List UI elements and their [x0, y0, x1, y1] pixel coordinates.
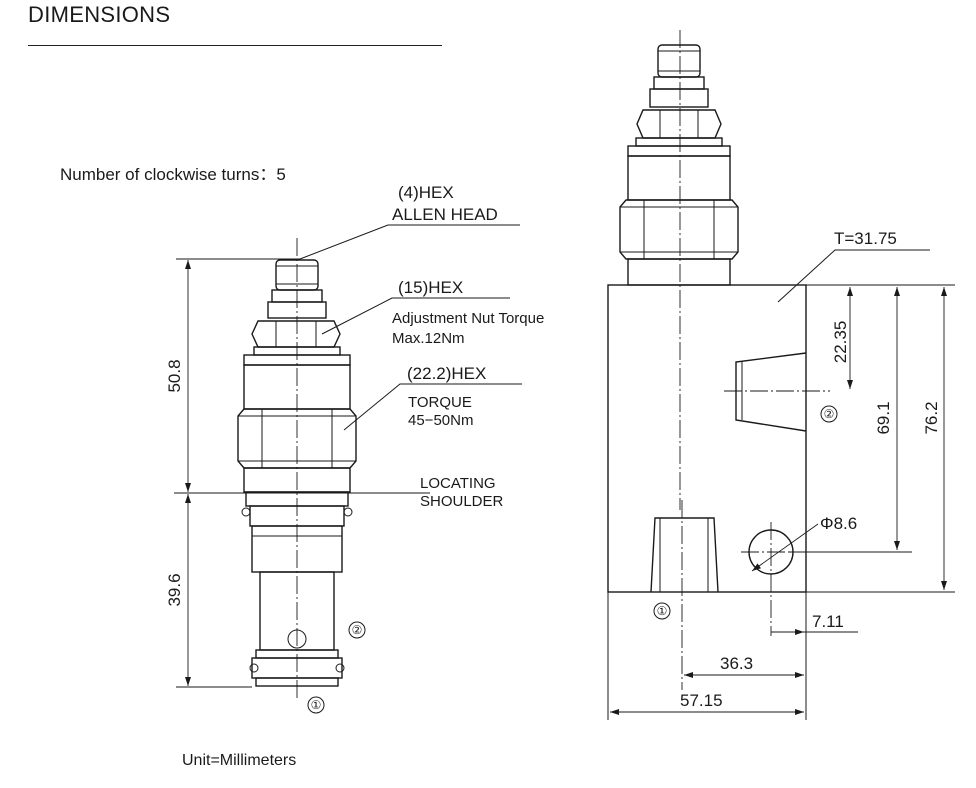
- callout-hex-15: (15)HEX: [398, 278, 463, 297]
- dim-22-35: 22.35: [831, 321, 850, 364]
- port-2-label-body: ②: [824, 407, 835, 421]
- dim-76-2: 76.2: [922, 401, 941, 434]
- leader-hex-22: [343, 383, 522, 431]
- leader-hex-4: [299, 224, 520, 260]
- callout-hex-4: (4)HEX: [398, 183, 454, 202]
- port-2-marker-cartridge: [348, 621, 366, 639]
- port-1-marker-cartridge: [307, 696, 325, 714]
- port-1-label-cartridge: ①: [311, 698, 322, 712]
- callout-hex-22: (22.2)HEX: [407, 364, 486, 383]
- page-title: DIMENSIONS: [28, 2, 171, 27]
- dim-50-8: 50.8: [165, 359, 184, 392]
- port-2-label-cartridge: ②: [352, 623, 363, 637]
- port-1-label-body: ①: [657, 604, 668, 618]
- callout-adjustment-torque: Adjustment Nut Torque: [392, 310, 544, 327]
- callout-torque: TORQUE: [408, 394, 472, 411]
- body-thickness: T=31.75: [834, 229, 897, 248]
- leader-thickness: [777, 249, 930, 303]
- callout-locating: LOCATING: [420, 475, 496, 492]
- cartridge-valve-view: Number of clockwise turns：5: [60, 165, 544, 769]
- leader-hex-15: [321, 297, 510, 335]
- port-2-marker-body: [820, 405, 838, 423]
- port-1-marker-body: [653, 602, 671, 620]
- callout-adjustment-max: Max.12Nm: [392, 330, 465, 347]
- hex-15-nut-shape: [251, 320, 341, 356]
- unit-note: Unit=Millimeters: [182, 752, 296, 769]
- dim-7-11: 7.11: [812, 612, 844, 631]
- installed-cartridge-shape: [619, 44, 739, 286]
- dim-39-6: 39.6: [165, 573, 184, 606]
- valve-body-view: Φ8.6 T=31.75 22.35 69.1 76.2 7.11 36.3 5…: [607, 30, 955, 720]
- callout-allen-head: ALLEN HEAD: [392, 205, 498, 224]
- dim-36-3: 36.3: [720, 654, 753, 673]
- dim-69-1: 69.1: [874, 401, 893, 434]
- cartridge-lower-body-shape: [241, 491, 353, 687]
- callout-shoulder: SHOULDER: [420, 493, 504, 510]
- port-1-cavity-shape: [650, 517, 719, 593]
- callout-torque-range: 45−50Nm: [408, 412, 473, 429]
- manifold-body-shape: [607, 284, 807, 593]
- port-2-cavity-shape: [735, 352, 807, 432]
- title-divider: [28, 45, 442, 46]
- allen-head-shape: [267, 259, 327, 319]
- dim-57-15: 57.15: [680, 691, 723, 710]
- hole-diameter: Φ8.6: [820, 514, 857, 533]
- turns-note: Number of clockwise turns：5: [60, 165, 286, 184]
- hex-22-body-shape: [237, 408, 357, 493]
